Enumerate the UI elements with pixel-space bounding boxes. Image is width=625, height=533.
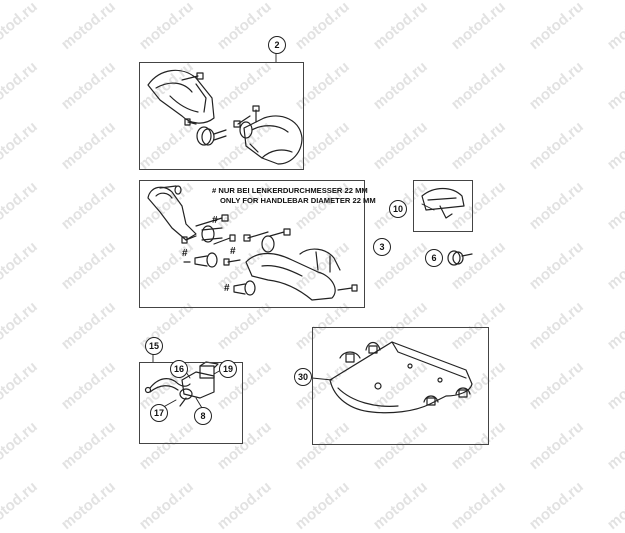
note-line-english: ONLY FOR HANDLEBAR DIAMETER 22 MM — [220, 196, 376, 205]
callout-17: 17 — [150, 404, 168, 422]
panel-lighting — [139, 362, 243, 444]
panel-cover — [413, 180, 473, 232]
hash-marker: # — [212, 215, 218, 226]
callout-8: 8 — [194, 407, 212, 425]
callout-15: 15 — [145, 337, 163, 355]
panel-skid-plate — [312, 327, 489, 445]
note-marker: # — [212, 186, 217, 195]
cover-part — [421, 187, 465, 219]
handguard-shell-right — [233, 105, 303, 165]
callout-10: 10 — [389, 200, 407, 218]
switch-housing — [179, 361, 219, 407]
diameter-note: # NUR BEI LENKERDURCHMESSER 22 MM ONLY F… — [212, 186, 376, 206]
handguard-screw-top — [181, 72, 204, 81]
callout-30: 30 — [294, 368, 312, 386]
hash-marker: # — [182, 248, 188, 259]
guard-bracket-lower — [223, 228, 358, 301]
panel-handguards — [139, 62, 304, 170]
handguard-screw-mid — [184, 118, 197, 126]
callout-16: 16 — [170, 360, 188, 378]
watermark-text: motod.ru — [448, 478, 509, 533]
parts-diagram — [144, 51, 473, 414]
watermark-text: motod.ru — [136, 478, 197, 533]
panel-mounting-kit — [139, 180, 365, 308]
watermark-text: motod.ru — [370, 478, 431, 533]
guard-bracket-upper — [147, 185, 197, 241]
bar-end-lower — [233, 280, 256, 296]
skid-plate — [329, 341, 473, 414]
watermark-text: motod.ru — [292, 478, 353, 533]
watermark-text: motod.ru — [526, 478, 587, 533]
callout-6: 6 — [425, 249, 443, 267]
hash-marker: # — [230, 246, 236, 257]
bar-clamp-upper — [181, 214, 236, 245]
clip-part — [447, 250, 473, 266]
skid-plate-brackets — [339, 341, 471, 406]
callout-19: 19 — [219, 360, 237, 378]
watermark-text: motod.ru — [0, 478, 41, 533]
handguard-clamp-left — [196, 126, 227, 146]
bar-end-upper — [183, 252, 218, 268]
wire-harness — [144, 378, 191, 394]
callout-3: 3 — [373, 238, 391, 256]
watermark-text: motod.ru — [214, 478, 275, 533]
watermark-text: motod.ru — [604, 478, 625, 533]
hash-marker: # — [224, 283, 230, 294]
note-line-german: NUR BEI LENKERDURCHMESSER 22 MM — [218, 186, 368, 195]
watermark-text: motod.ru — [58, 478, 119, 533]
callout-2: 2 — [268, 36, 286, 54]
